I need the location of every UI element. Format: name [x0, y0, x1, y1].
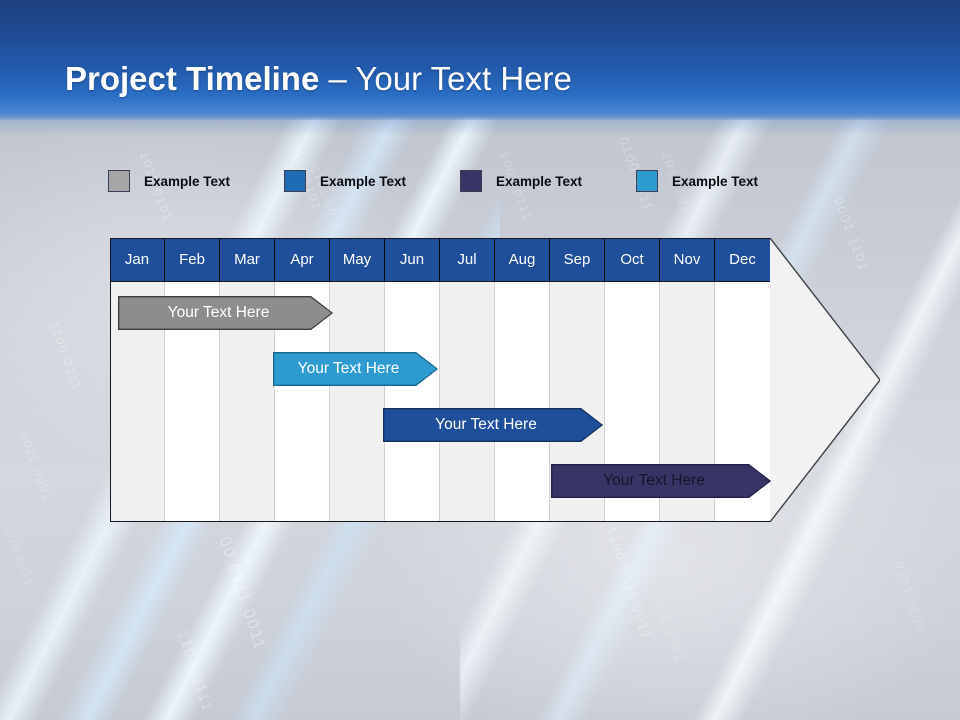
task-bar-4[interactable]: Your Text Here: [551, 464, 771, 498]
legend-item-label: Example Text: [144, 173, 231, 189]
legend-item-label: Example Text: [496, 173, 583, 189]
month-header-apr[interactable]: Apr: [275, 238, 330, 281]
month-header-feb[interactable]: Feb: [165, 238, 220, 281]
month-column-body: [275, 281, 330, 522]
task-bar-1[interactable]: Your Text Here: [118, 296, 333, 330]
legend-item-label: Example Text: [672, 173, 759, 189]
task-bar-label: Your Text Here: [603, 472, 705, 489]
task-bar-2[interactable]: Your Text Here: [273, 352, 438, 386]
title-banner: Project Timeline – Your Text Here: [0, 0, 960, 136]
month-header-may[interactable]: May: [330, 238, 385, 281]
task-bar-3[interactable]: Your Text Here: [383, 408, 603, 442]
legend-item-2[interactable]: Example Text: [284, 168, 406, 194]
legend: Example Text Example Text Example Text Exam…: [108, 168, 908, 198]
task-bar-label: Your Text Here: [167, 304, 270, 321]
page-title: Project Timeline – Your Text Here: [65, 60, 572, 98]
month-column-body: [660, 281, 715, 522]
month-header-oct[interactable]: Oct: [605, 238, 660, 281]
month-column-body: [330, 281, 385, 522]
month-header-mar[interactable]: Mar: [220, 238, 275, 281]
legend-swatch-icon: [284, 170, 306, 192]
legend-item-label: Example Text: [320, 173, 407, 189]
month-header-nov[interactable]: Nov: [660, 238, 715, 281]
task-bar-label: Your Text Here: [297, 360, 400, 377]
legend-swatch-icon: [460, 170, 482, 192]
month-column-body: [495, 281, 550, 522]
month-column-body: [110, 281, 165, 522]
page-title-rest: – Your Text Here: [319, 60, 572, 97]
month-column-feb: Feb: [165, 238, 220, 522]
page-title-bold: Project Timeline: [65, 60, 320, 97]
month-column-body: [440, 281, 495, 522]
month-column-mar: Mar: [220, 238, 275, 522]
task-bar-label: Your Text Here: [435, 416, 537, 433]
month-header-jul[interactable]: Jul: [440, 238, 495, 281]
legend-item-4[interactable]: Example Text: [636, 168, 758, 194]
month-column-aug: Aug: [495, 238, 550, 522]
month-column-body: [385, 281, 440, 522]
month-column-jul: Jul: [440, 238, 495, 522]
month-header-dec[interactable]: Dec: [715, 238, 770, 281]
month-column-body: [220, 281, 275, 522]
month-header-sep[interactable]: Sep: [550, 238, 605, 281]
month-column-body: [550, 281, 605, 522]
month-header-jan[interactable]: Jan: [110, 238, 165, 281]
legend-swatch-icon: [108, 170, 130, 192]
legend-item-3[interactable]: Example Text: [460, 168, 582, 194]
month-header-jun[interactable]: Jun: [385, 238, 440, 281]
month-column-jan: Jan: [110, 238, 165, 522]
legend-item-1[interactable]: Example Text: [108, 168, 230, 194]
legend-swatch-icon: [636, 170, 658, 192]
month-column-body: [165, 281, 220, 522]
month-column-body: [605, 281, 660, 522]
month-header-aug[interactable]: Aug: [495, 238, 550, 281]
